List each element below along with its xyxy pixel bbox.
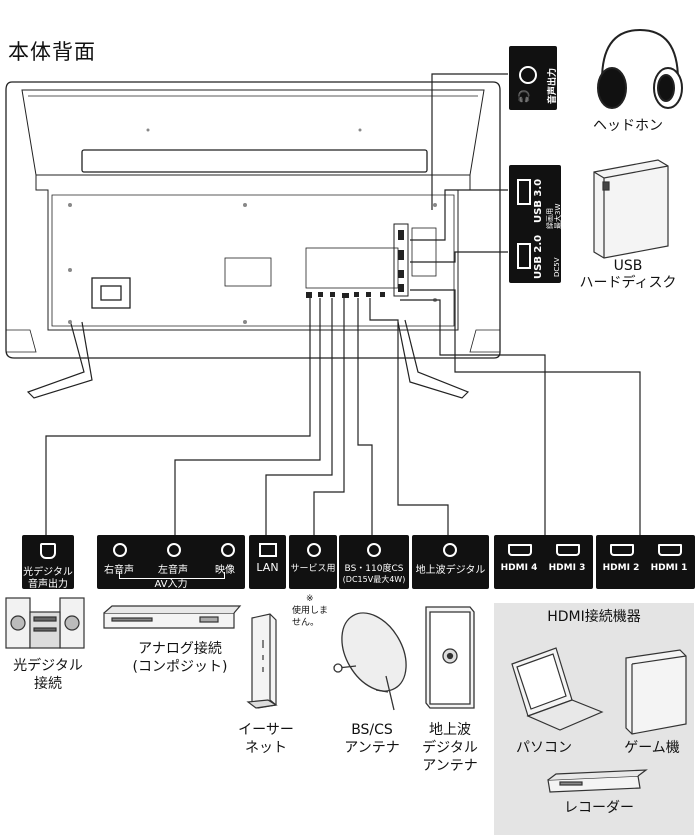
bscs-caption-2: アンテナ xyxy=(344,740,400,756)
av-left-label: 左音声 xyxy=(158,565,188,576)
service-jack-icon xyxy=(307,543,321,557)
usb3-port-icon xyxy=(517,179,531,205)
terrestrial-port-box: 地上波デジタル xyxy=(412,535,489,589)
left-stand xyxy=(26,319,93,399)
router-illustration xyxy=(246,613,278,709)
service-port-box: サービス用 xyxy=(289,535,337,589)
av-bracket xyxy=(119,572,225,579)
av-input-port-box: 右音声 左音声 映像 AV入力 xyxy=(97,535,245,590)
screw-dots xyxy=(68,128,437,324)
ethernet-caption-1: イーサー xyxy=(238,722,294,738)
optical-device-caption-1: 光デジタル xyxy=(13,658,83,674)
terrestrial-label: 地上波デジタル xyxy=(415,565,486,576)
analog-device-caption-1: アナログ接続 xyxy=(138,641,222,657)
headphone-icon: 🎧 xyxy=(517,90,531,103)
analog-device-caption-2: (コンポジット) xyxy=(132,659,228,675)
ethernet-caption-2: ネット xyxy=(245,740,287,756)
recorder-caption: レコーダー xyxy=(564,800,634,816)
recorder-illustration xyxy=(547,769,648,793)
av-input-label: AV入力 xyxy=(154,579,188,590)
audio-system-illustration xyxy=(5,597,85,649)
service-note-line2: せん。 xyxy=(292,618,320,628)
bs-cs-jack-icon xyxy=(367,543,381,557)
service-note-mark: ※ xyxy=(306,594,314,604)
game-console-illustration xyxy=(625,649,687,735)
right-stand xyxy=(397,319,470,399)
lan-label: LAN xyxy=(256,561,279,574)
terrestrial-plate-illustration xyxy=(425,606,475,709)
optical-label-1: 光デジタル xyxy=(23,567,73,578)
av-left-jack-icon xyxy=(167,543,181,557)
page-title: 本体背面 xyxy=(8,40,96,64)
hdmi-2-1-port-box: HDMI 2 HDMI 1 xyxy=(596,535,695,589)
lan-port-box: LAN xyxy=(249,535,286,589)
bscs-caption-1: BS/CS xyxy=(351,722,393,738)
hdmi1-label: HDMI 1 xyxy=(650,563,688,573)
cable-lines xyxy=(45,73,641,535)
tv-body-outline xyxy=(5,81,501,359)
terrestrial-caption-2: デジタル xyxy=(422,740,478,756)
hdmi-panel-title: HDMI接続機器 xyxy=(547,609,641,625)
optical-device-caption-2: 接続 xyxy=(34,676,62,692)
headphone-port-box: 🎧 音声出力 xyxy=(509,46,558,110)
optical-port-icon xyxy=(40,543,56,559)
satellite-dish-illustration xyxy=(333,612,407,711)
av-right-jack-icon xyxy=(113,543,127,557)
service-note-line1: 使用しま xyxy=(292,606,329,616)
hdmi4-port-icon xyxy=(508,544,532,556)
bs-cs-label-2: (DC15V最大4W) xyxy=(342,575,406,584)
lan-port-icon xyxy=(259,543,277,557)
headphones-illustration xyxy=(597,28,683,109)
av-right-label: 右音声 xyxy=(104,565,134,576)
laptop-illustration xyxy=(511,647,604,731)
pc-caption: パソコン xyxy=(516,740,572,756)
hdmi2-label: HDMI 2 xyxy=(602,563,640,573)
hdmi3-port-icon xyxy=(556,544,580,556)
av-video-label: 映像 xyxy=(215,565,235,576)
hdmi1-port-icon xyxy=(658,544,682,556)
optical-port-box: 光デジタル 音声出力 xyxy=(22,535,74,590)
usb-port-box: USB 3.0 USB 2.0 録画用 最大3W DC5V xyxy=(509,165,562,283)
usb-hdd-caption-1: USB xyxy=(613,258,643,274)
power-inlet xyxy=(91,277,131,309)
bs-cs-label-1: BS・110度CS xyxy=(344,564,404,574)
hdmi2-port-icon xyxy=(610,544,634,556)
optical-label-2: 音声出力 xyxy=(28,579,68,590)
usb2-port-icon xyxy=(517,243,531,269)
terrestrial-caption-3: アンテナ xyxy=(422,758,478,774)
analog-player-illustration xyxy=(103,605,242,629)
av-video-jack-icon xyxy=(221,543,235,557)
audio-jack-icon xyxy=(519,66,537,84)
bs-cs-port-box: BS・110度CS (DC15V最大4W) xyxy=(339,535,409,589)
hdmi4-label: HDMI 4 xyxy=(500,563,538,573)
game-caption: ゲーム機 xyxy=(624,740,680,756)
service-label: サービス用 xyxy=(290,564,336,574)
usb-hdd-illustration xyxy=(593,159,669,259)
hdmi-4-3-port-box: HDMI 4 HDMI 3 xyxy=(494,535,593,589)
tv-vent-slot xyxy=(81,149,428,173)
terrestrial-jack-icon xyxy=(443,543,457,557)
headphones-caption: ヘッドホン xyxy=(593,118,663,134)
usb-hdd-caption-2: ハードディスク xyxy=(579,275,677,291)
terrestrial-caption-1: 地上波 xyxy=(429,722,471,738)
hdmi3-label: HDMI 3 xyxy=(548,563,586,573)
